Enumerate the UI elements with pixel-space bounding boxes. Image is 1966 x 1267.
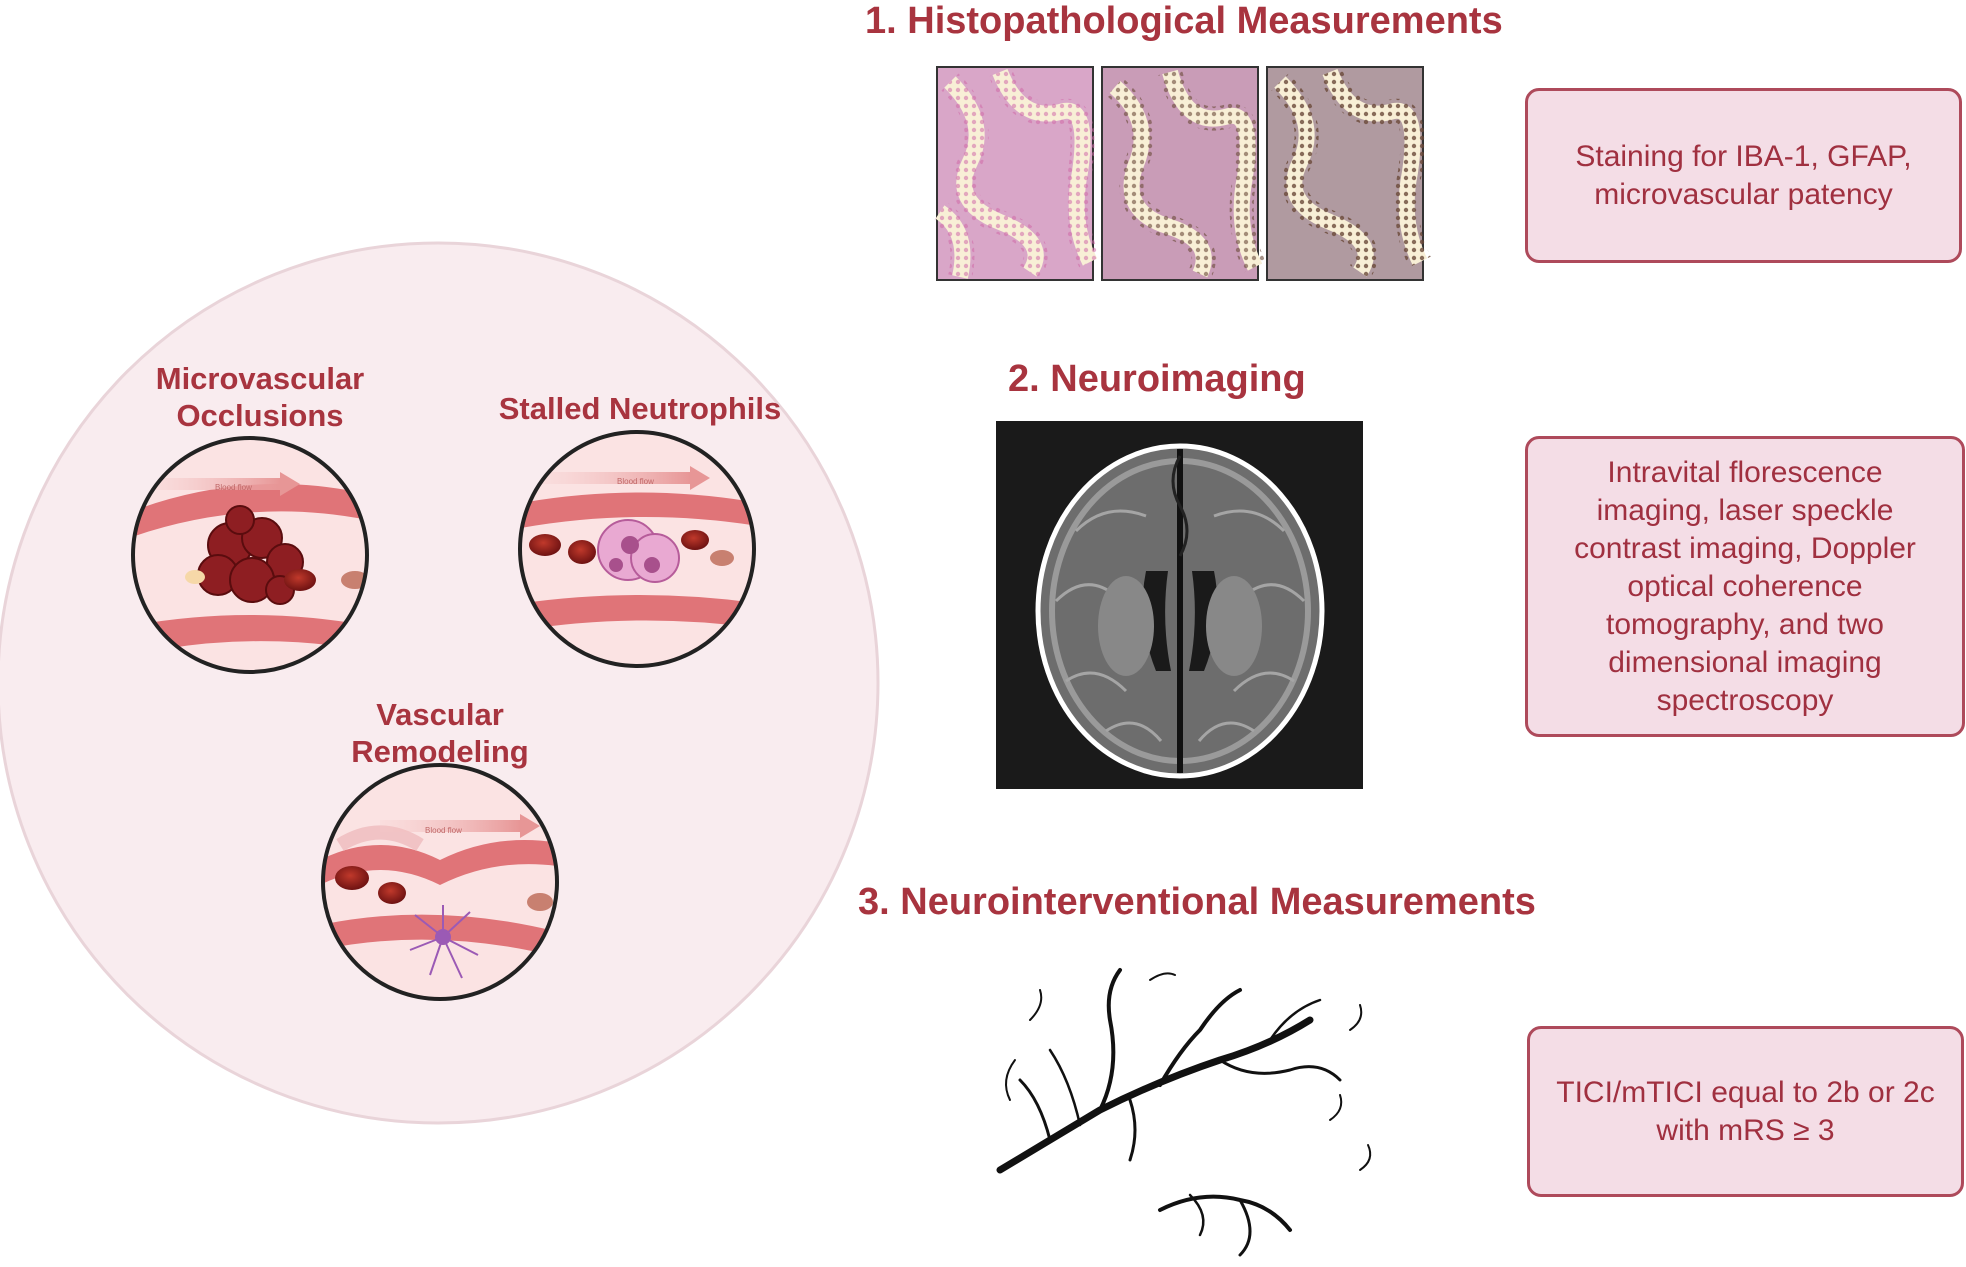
section-1-description: Staining for IBA-1, GFAP, microvascular … [1575, 139, 1912, 211]
section-1-heading: 1. Histopathological Measurements [865, 0, 1503, 42]
brain-mri-image [996, 421, 1363, 789]
section-3-heading: 3. Neurointerventional Measurements [858, 881, 1536, 923]
blood-flow-label-1: Blood flow [215, 483, 252, 492]
histology-panel-mixed [1101, 66, 1266, 281]
section-1-description-box: Staining for IBA-1, GFAP, microvascular … [1525, 88, 1962, 263]
occlusions-label-line-1: Microvascular [155, 361, 365, 396]
section-2-description: Intravital florescence imaging, laser sp… [1574, 455, 1916, 717]
section-3-description: TICI/mTICI equal to 2b or 2c with mRS ≥ … [1556, 1075, 1935, 1147]
histology-panels [932, 66, 1431, 281]
section-2-description-box: Intravital florescence imaging, laser sp… [1525, 436, 1965, 737]
remodeling-inset [323, 765, 557, 999]
neutrophil-inset [520, 432, 754, 666]
occlusion-inset [133, 438, 367, 672]
blood-flow-label-3: Blood flow [425, 826, 462, 835]
remodeling-label-line-1: Vascular [376, 697, 504, 732]
vascular-remodeling-label: Vascular Remodeling [340, 696, 540, 770]
stalled-neutrophils-label: Stalled Neutrophils [498, 391, 782, 426]
angiogram-vessel-tree [996, 968, 1372, 1257]
remodeling-label-line-2: Remodeling [351, 734, 529, 769]
neutrophil-icon [597, 519, 680, 583]
section-3-description-box: TICI/mTICI equal to 2b or 2c with mRS ≥ … [1527, 1026, 1964, 1197]
astrocyte-icon [409, 905, 479, 979]
histology-panel-pink [932, 66, 1101, 281]
histology-panel-brown [1266, 66, 1431, 281]
blood-flow-label-2: Blood flow [617, 477, 654, 486]
microvascular-occlusions-label: Microvascular Occlusions [150, 360, 370, 434]
occlusions-label-line-2: Occlusions [176, 398, 344, 433]
section-2-heading: 2. Neuroimaging [1008, 358, 1306, 400]
